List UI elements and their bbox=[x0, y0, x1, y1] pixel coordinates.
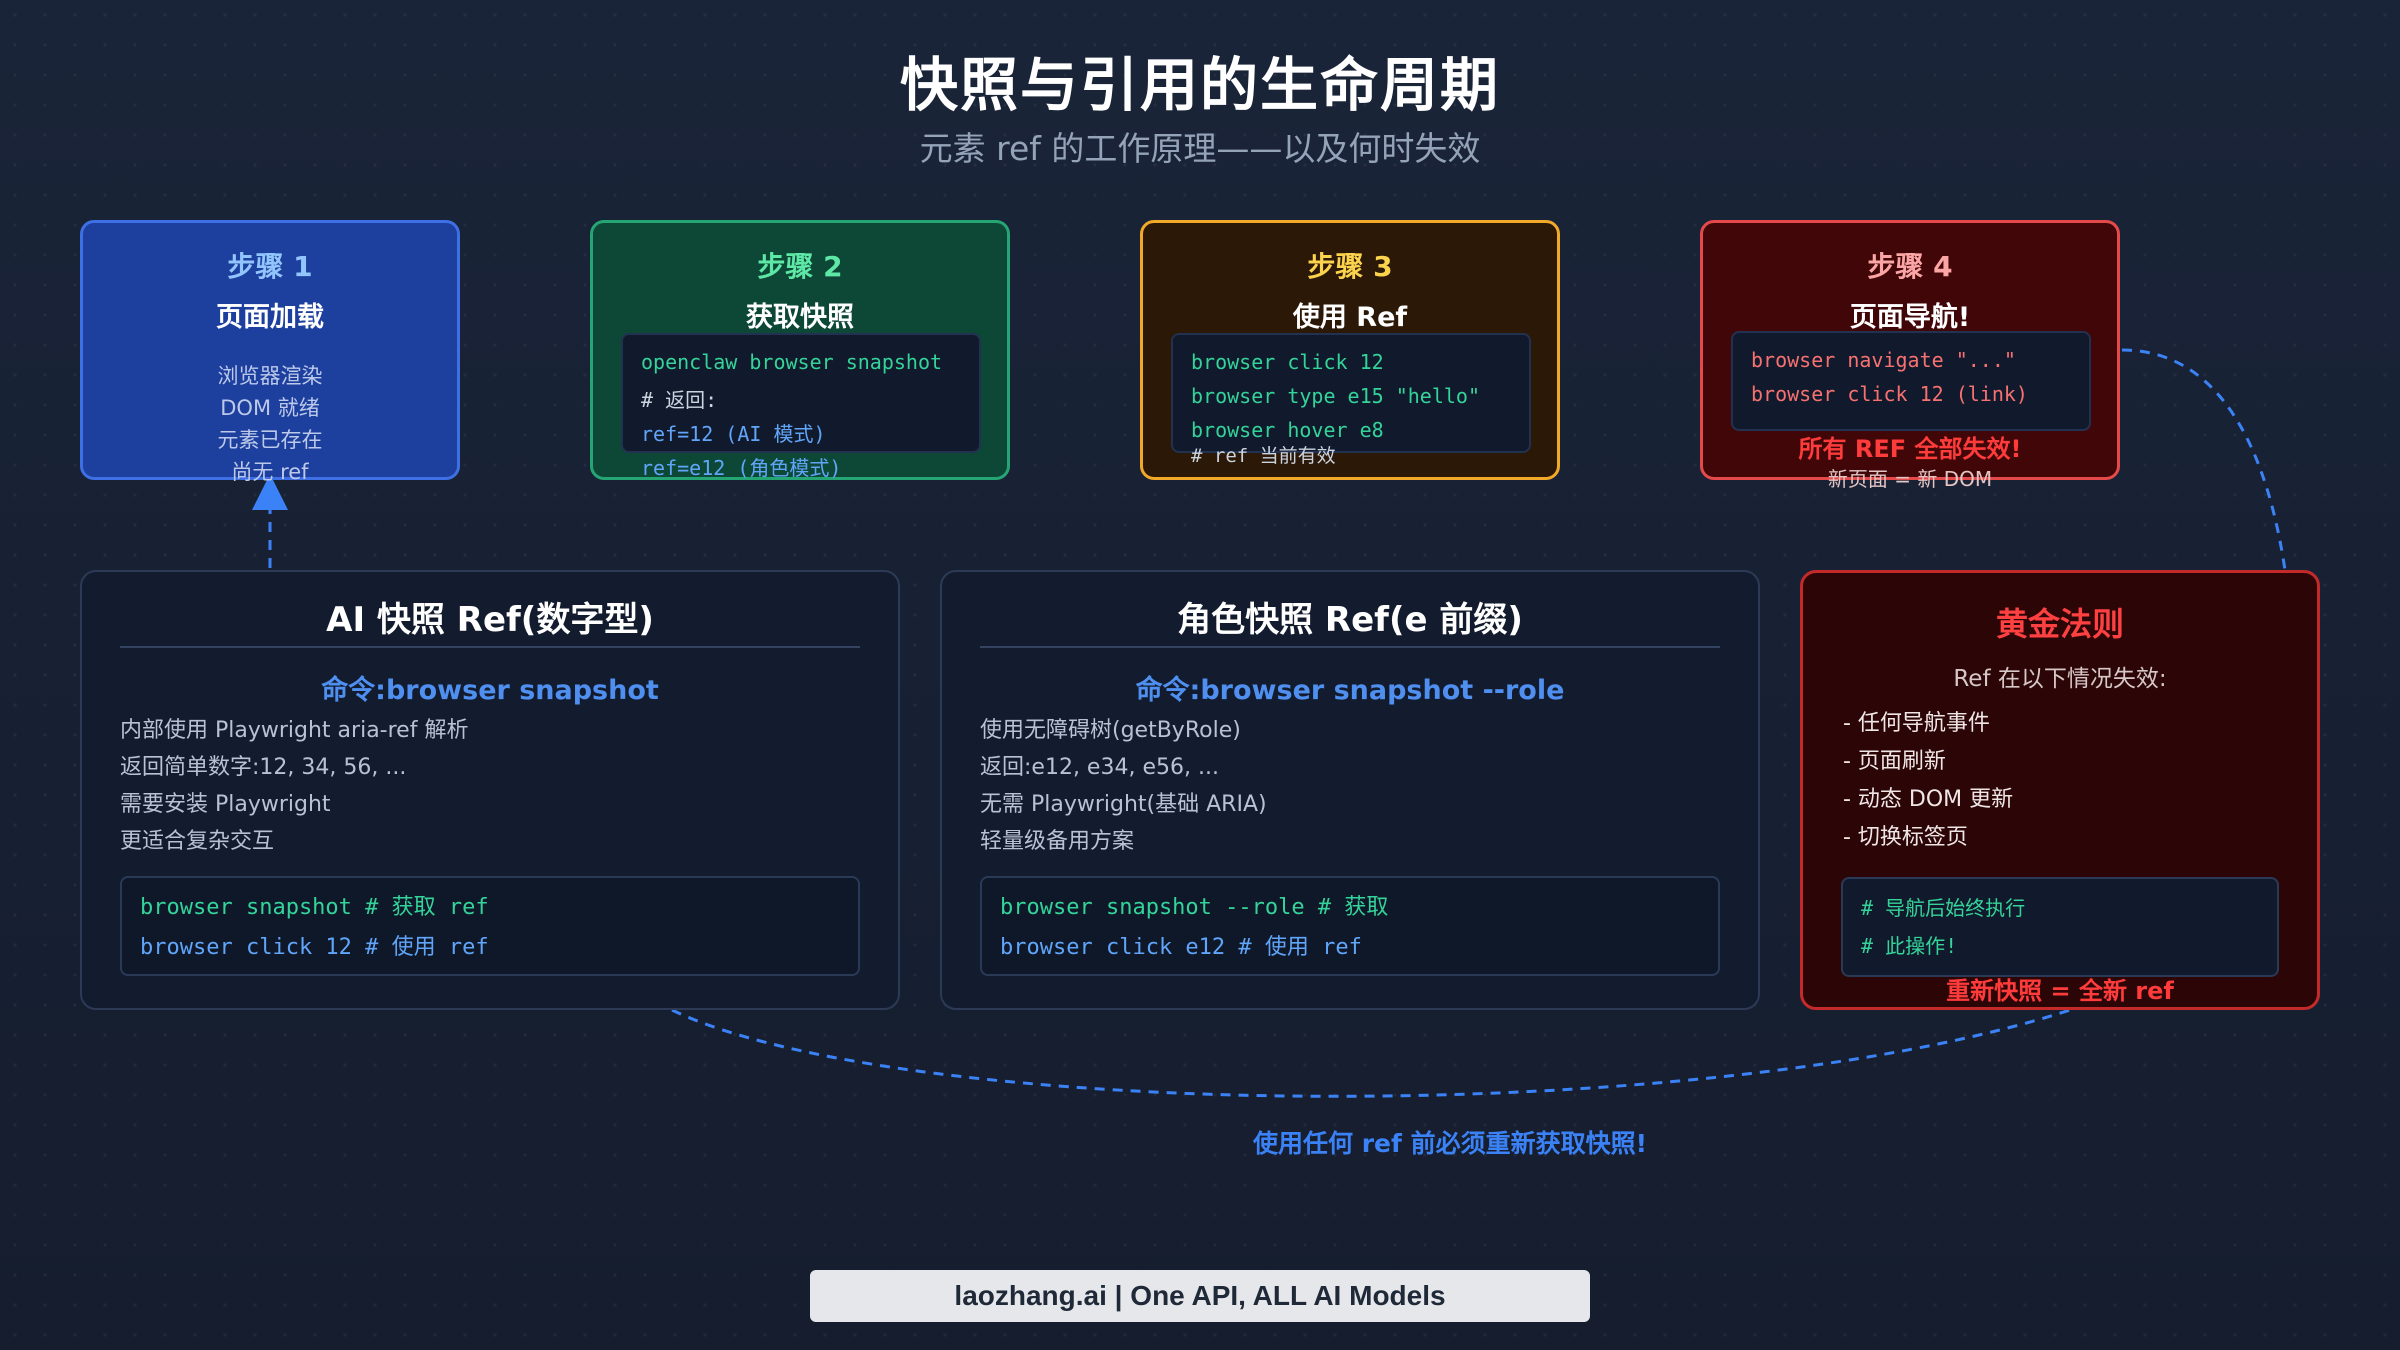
divider bbox=[980, 646, 1720, 648]
code-line: browser snapshot --role # 获取 bbox=[1000, 895, 1389, 920]
rule-item: - 页面刷新 bbox=[1843, 749, 1946, 774]
rule-item: - 切换标签页 bbox=[1843, 825, 1968, 850]
panel-desc-line: 使用无障碍树(getByRole) bbox=[980, 718, 1241, 743]
code-block: browser snapshot --role # 获取 browser cli… bbox=[980, 876, 1720, 976]
code-comment: # 此操作! bbox=[1861, 934, 1958, 958]
code-line: browser click 12 # 使用 ref bbox=[140, 935, 489, 960]
step-note: 新页面 = 新 DOM bbox=[1827, 467, 1993, 491]
code-line: openclaw browser snapshot bbox=[641, 350, 943, 374]
step-line: 浏览器渲染 bbox=[217, 364, 323, 388]
panel-title: AI 快照 Ref(数字型) bbox=[326, 600, 654, 640]
step-name: 使用 Ref bbox=[1292, 302, 1408, 333]
step-line: DOM 就绪 bbox=[220, 396, 320, 420]
diagram-title: 快照与引用的生命周期 bbox=[899, 51, 1500, 119]
panel-subtitle: Ref 在以下情况失效: bbox=[1953, 666, 2167, 692]
panel-title: 角色快照 Ref(e 前缀) bbox=[1177, 600, 1523, 640]
code-block: browser click 12 browser type e15 "hello… bbox=[1171, 333, 1531, 453]
step-name: 获取快照 bbox=[746, 302, 854, 333]
rule-item: - 任何导航事件 bbox=[1843, 711, 1990, 736]
code-line: browser click 12 (link) bbox=[1751, 382, 2028, 406]
panel-desc-line: 无需 Playwright(基础 ARIA) bbox=[980, 792, 1267, 817]
code-line: browser navigate "..." bbox=[1751, 348, 2016, 372]
code-comment: # 导航后始终执行 bbox=[1861, 896, 2026, 920]
code-line: browser hover e8 bbox=[1191, 418, 1384, 442]
rule-footer: 重新快照 = 全新 ref bbox=[1946, 977, 2174, 1005]
step-card-page-load: 步骤 1 页面加载 浏览器渲染 DOM 就绪 元素已存在 尚无 ref bbox=[80, 220, 460, 484]
panel-desc-line: 返回:e12, e34, e56, ... bbox=[980, 755, 1219, 780]
panel-desc-line: 内部使用 Playwright aria-ref 解析 bbox=[120, 718, 469, 743]
loop-arrow-right bbox=[2121, 348, 2287, 571]
loop-arrow-bottom bbox=[671, 1008, 2071, 1098]
code-block: browser snapshot # 获取 ref browser click … bbox=[120, 876, 860, 976]
invalidation-warning: 所有 REF 全部失效! bbox=[1798, 435, 2022, 463]
panel-desc-line: 轻量级备用方案 bbox=[980, 829, 1135, 854]
step-number: 步骤 4 bbox=[1867, 250, 1953, 283]
diagram-subtitle: 元素 ref 的工作原理——以及何时失效 bbox=[919, 129, 1481, 168]
code-line: ref=e12 (角色模式) bbox=[641, 456, 842, 480]
step-name: 页面导航! bbox=[1849, 302, 1971, 333]
panel-title: 黄金法则 bbox=[1995, 605, 2124, 643]
code-block: openclaw browser snapshot # 返回: ref=12 (… bbox=[621, 333, 981, 480]
step-line: 尚无 ref bbox=[231, 460, 309, 484]
panel-command: 命令:browser snapshot --role bbox=[1135, 675, 1565, 706]
code-line: browser click 12 bbox=[1191, 350, 1384, 374]
panel-golden-rule: 黄金法则 Ref 在以下情况失效: - 任何导航事件 - 页面刷新 - 动态 D… bbox=[1800, 570, 2320, 1010]
step-card-page-navigation: 步骤 4 页面导航! browser navigate "..." browse… bbox=[1700, 220, 2120, 491]
code-block: browser navigate "..." browser click 12 … bbox=[1731, 331, 2091, 431]
panel-ai-snapshot-ref: AI 快照 Ref(数字型) 命令:browser snapshot 内部使用 … bbox=[80, 570, 900, 1010]
footer-banner: laozhang.ai | One API, ALL AI Models bbox=[810, 1270, 1590, 1322]
rule-item: - 动态 DOM 更新 bbox=[1843, 787, 2014, 812]
panel-role-snapshot-ref: 角色快照 Ref(e 前缀) 命令:browser snapshot --rol… bbox=[940, 570, 1760, 1010]
panel-command: 命令:browser snapshot bbox=[321, 675, 659, 706]
step-line: 元素已存在 bbox=[217, 428, 323, 452]
panel-desc-line: 需要安装 Playwright bbox=[120, 792, 331, 817]
step-name: 页面加载 bbox=[216, 302, 324, 333]
code-line: browser snapshot # 获取 ref bbox=[140, 895, 489, 920]
loop-caption: 使用任何 ref 前必须重新获取快照! bbox=[1253, 1129, 1647, 1158]
step-card-use-ref: 步骤 3 使用 Ref browser click 12 browser typ… bbox=[1140, 220, 1560, 480]
divider bbox=[120, 646, 860, 648]
step-number: 步骤 3 bbox=[1307, 250, 1393, 283]
step-number: 步骤 1 bbox=[227, 250, 313, 283]
panel-desc-line: 更适合复杂交互 bbox=[120, 829, 275, 854]
code-line: browser click e12 # 使用 ref bbox=[1000, 935, 1362, 960]
code-comment: # ref 当前有效 bbox=[1191, 445, 1336, 467]
code-block: # 导航后始终执行 # 此操作! bbox=[1841, 877, 2279, 977]
step-number: 步骤 2 bbox=[757, 250, 843, 283]
code-comment: # 返回: bbox=[641, 388, 718, 412]
panel-desc-line: 返回简单数字:12, 34, 56, ... bbox=[120, 755, 407, 780]
code-line: browser type e15 "hello" bbox=[1191, 384, 1480, 408]
step-card-get-snapshot: 步骤 2 获取快照 openclaw browser snapshot # 返回… bbox=[590, 220, 1010, 480]
code-line: ref=12 (AI 模式) bbox=[641, 422, 826, 446]
